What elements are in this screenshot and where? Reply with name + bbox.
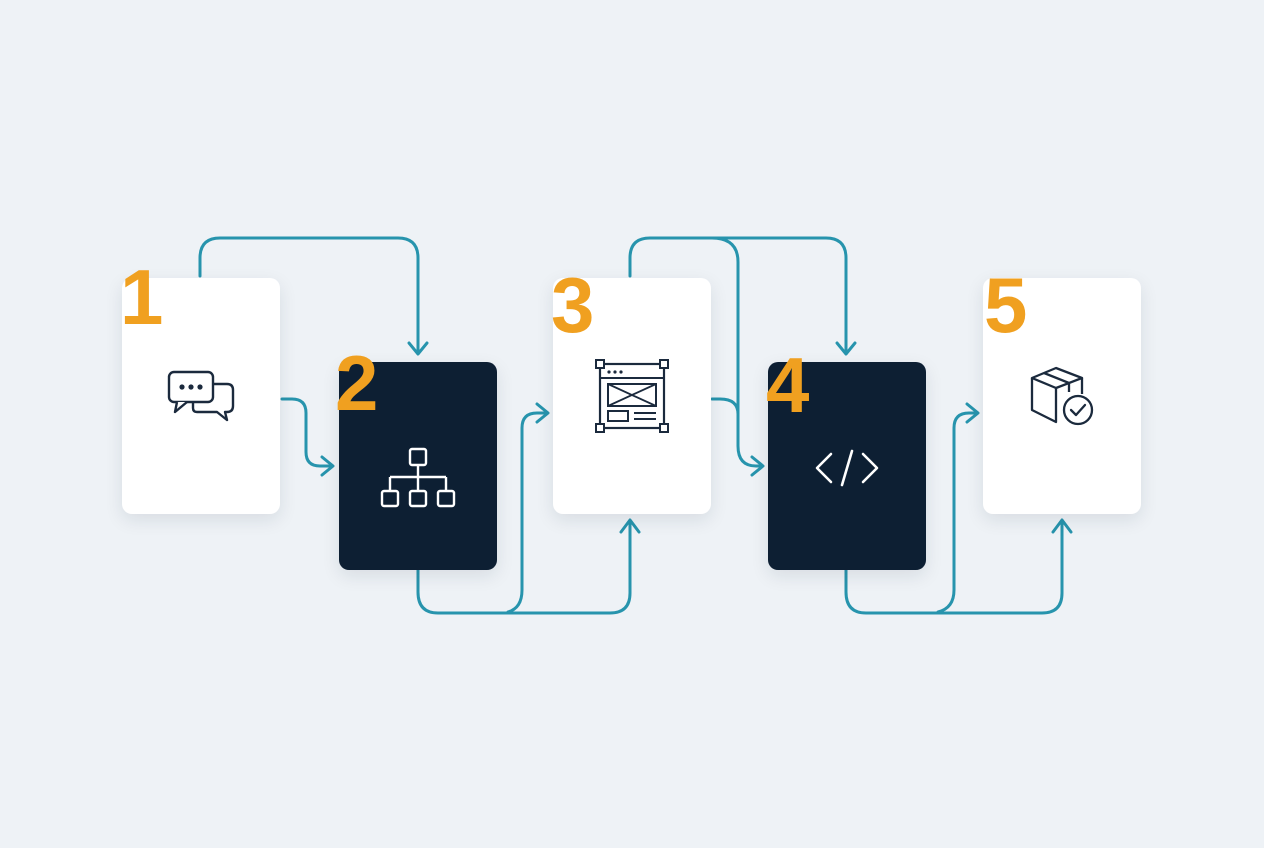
connector-2-to-3-side [506, 411, 547, 614]
connector-1-to-2-side [280, 397, 332, 468]
step-number-1: 1 [120, 253, 164, 341]
arrowhead-4-top [835, 341, 857, 356]
connector-3-to-4-top [628, 236, 848, 354]
arrowhead-4-side [750, 455, 765, 477]
wireframe-icon [595, 359, 669, 433]
chat-bubbles-icon [167, 370, 235, 422]
step-card-1 [122, 278, 280, 514]
arrowhead-3-side [535, 402, 550, 424]
step-number-2: 2 [335, 339, 379, 427]
step-number-4: 4 [766, 341, 810, 429]
connector-3-to-4-branch [710, 236, 762, 468]
connector-1-to-2-top [198, 236, 420, 354]
arrowhead-5-bottom [1051, 518, 1073, 534]
step-card-3 [553, 278, 711, 514]
step-number-5: 5 [984, 261, 1028, 349]
step-card-2 [339, 362, 497, 570]
arrowhead-2-side [320, 455, 335, 477]
arrowhead-3-bottom [619, 518, 641, 534]
package-check-icon [1030, 366, 1094, 426]
step-card-5 [983, 278, 1141, 514]
connector-4-to-5-bottom [844, 521, 1064, 615]
code-icon [815, 449, 879, 487]
connector-2-to-3-bottom [416, 521, 632, 615]
hierarchy-icon [380, 448, 456, 508]
arrowhead-2-top [407, 341, 429, 356]
step-number-3: 3 [551, 261, 595, 349]
connector-3-side-stub [710, 397, 740, 416]
connector-4-to-5-side [936, 411, 977, 614]
step-card-4 [768, 362, 926, 570]
arrowhead-5-side [965, 402, 980, 424]
